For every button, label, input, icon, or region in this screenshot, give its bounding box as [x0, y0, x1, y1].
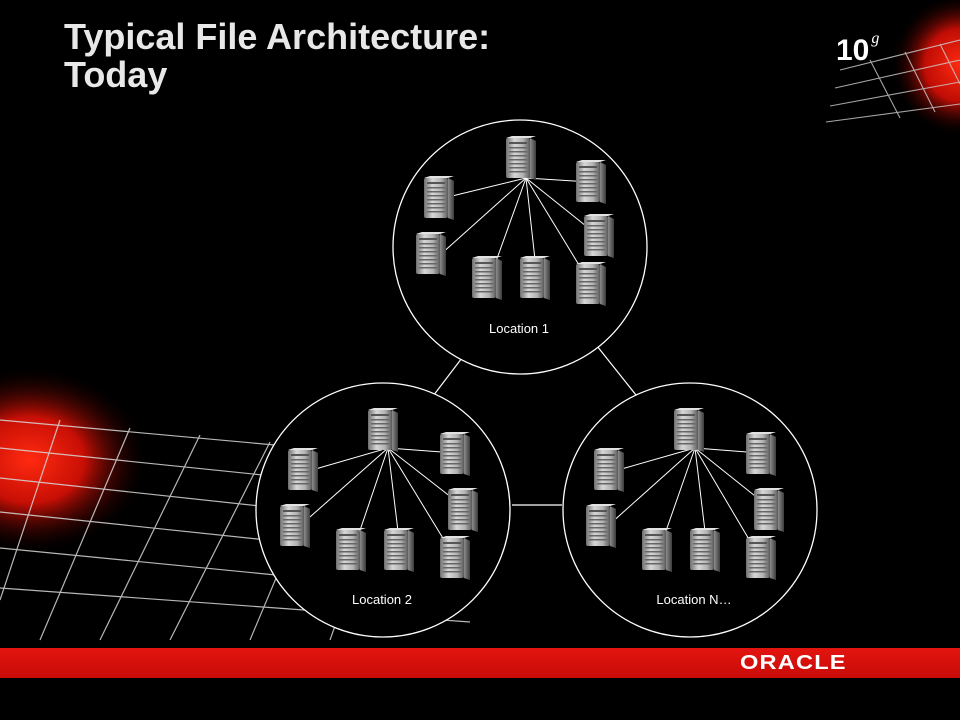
server-icon: [368, 408, 398, 452]
server-icon: [754, 488, 784, 532]
background-decoration-right: [825, 0, 960, 137]
server-icon: [288, 448, 318, 492]
footer-bar: [0, 648, 960, 678]
server-icon: [746, 536, 776, 580]
server-icon: [440, 432, 470, 476]
location-cluster-n: Location N…: [562, 382, 818, 638]
server-icon: [448, 488, 478, 532]
server-icon: [576, 160, 606, 204]
slide-title-line2: Today: [64, 54, 168, 95]
server-icon: [384, 528, 414, 572]
server-icon: [280, 504, 310, 548]
location-cluster-2: Location 2: [255, 382, 511, 638]
link-location1-location2: [429, 353, 466, 401]
slide-title: Typical File Architecture: Today: [64, 18, 664, 94]
location-links: [429, 345, 641, 506]
server-icon: [746, 432, 776, 476]
server-icon: [520, 256, 550, 300]
location-cluster-1: Location 1: [392, 119, 648, 375]
server-icon: [584, 214, 614, 258]
server-icon: [416, 232, 446, 276]
location-label: Location 2: [352, 592, 412, 607]
server-icon: [576, 262, 606, 306]
server-icon: [674, 408, 704, 452]
slide-title-line1: Typical File Architecture:: [64, 16, 491, 57]
server-icon: [336, 528, 366, 572]
link-location1-locationN: [596, 345, 641, 401]
server-icon: [642, 528, 672, 572]
version-letter: g: [871, 30, 880, 47]
server-icon: [440, 536, 470, 580]
server-icon: [690, 528, 720, 572]
location-label: Location N…: [656, 592, 731, 607]
server-icon: [586, 504, 616, 548]
version-number: 10: [836, 34, 870, 67]
server-icon: [594, 448, 624, 492]
location-label: Location 1: [489, 321, 549, 336]
oracle-logo: ORACLE: [740, 651, 860, 675]
server-icon: [506, 136, 536, 180]
server-icon: [424, 176, 454, 220]
oracle-logo-text: ORACLE: [740, 652, 847, 674]
server-icon: [472, 256, 502, 300]
